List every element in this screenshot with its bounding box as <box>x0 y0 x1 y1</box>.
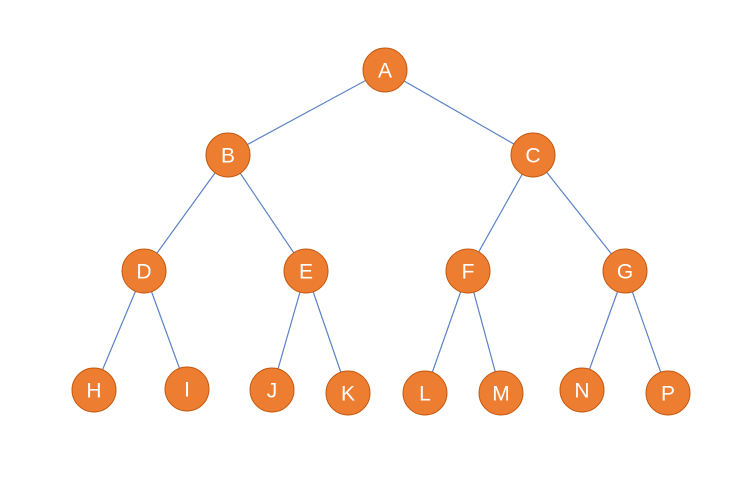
tree-node-g: G <box>602 248 648 294</box>
node-label-b: B <box>221 145 235 168</box>
tree-node-f: F <box>445 248 491 294</box>
node-label-k: K <box>341 383 355 406</box>
tree-node-a: A <box>362 47 408 93</box>
tree-node-p: P <box>645 370 691 416</box>
tree-node-h: H <box>71 367 117 413</box>
node-circle-f <box>445 248 491 294</box>
node-label-p: P <box>661 383 675 406</box>
edge-c-g <box>532 154 626 272</box>
node-label-g: G <box>617 261 633 284</box>
node-label-h: H <box>86 380 101 403</box>
node-circle-k <box>325 370 371 416</box>
node-circle-l <box>402 370 448 416</box>
node-label-d: D <box>136 261 151 284</box>
node-label-m: M <box>492 383 510 406</box>
node-label-f: F <box>462 261 475 284</box>
node-label-n: N <box>574 380 589 403</box>
nodes-layer: A B C D E F G H I J K L M N P <box>71 47 691 416</box>
node-circle-g <box>602 248 648 294</box>
node-circle-e <box>283 248 329 294</box>
tree-node-k: K <box>325 370 371 416</box>
node-circle-j <box>249 367 295 413</box>
tree-node-n: N <box>559 367 605 413</box>
node-circle-a <box>362 47 408 93</box>
node-label-a: A <box>378 60 392 83</box>
node-label-e: E <box>299 261 313 284</box>
node-circle-i <box>164 366 210 412</box>
node-circle-b <box>205 132 251 178</box>
node-circle-d <box>121 248 167 294</box>
node-circle-m <box>478 370 524 416</box>
tree-node-i: I <box>164 366 210 412</box>
node-label-i: I <box>184 379 190 402</box>
tree-node-m: M <box>478 370 524 416</box>
node-circle-n <box>559 367 605 413</box>
node-circle-h <box>71 367 117 413</box>
edge-a-b <box>227 69 386 156</box>
tree-node-d: D <box>121 248 167 294</box>
tree-node-e: E <box>283 248 329 294</box>
tree-node-j: J <box>249 367 295 413</box>
edges-layer <box>93 69 669 394</box>
tree-node-l: L <box>402 370 448 416</box>
edge-b-e <box>227 154 307 272</box>
tree-node-c: C <box>510 132 556 178</box>
node-circle-p <box>645 370 691 416</box>
edge-b-d <box>143 154 229 272</box>
node-label-c: C <box>525 145 540 168</box>
node-label-l: L <box>419 383 431 406</box>
edge-a-c <box>384 69 534 156</box>
node-label-j: J <box>267 380 278 403</box>
node-circle-c <box>510 132 556 178</box>
tree-node-b: B <box>205 132 251 178</box>
